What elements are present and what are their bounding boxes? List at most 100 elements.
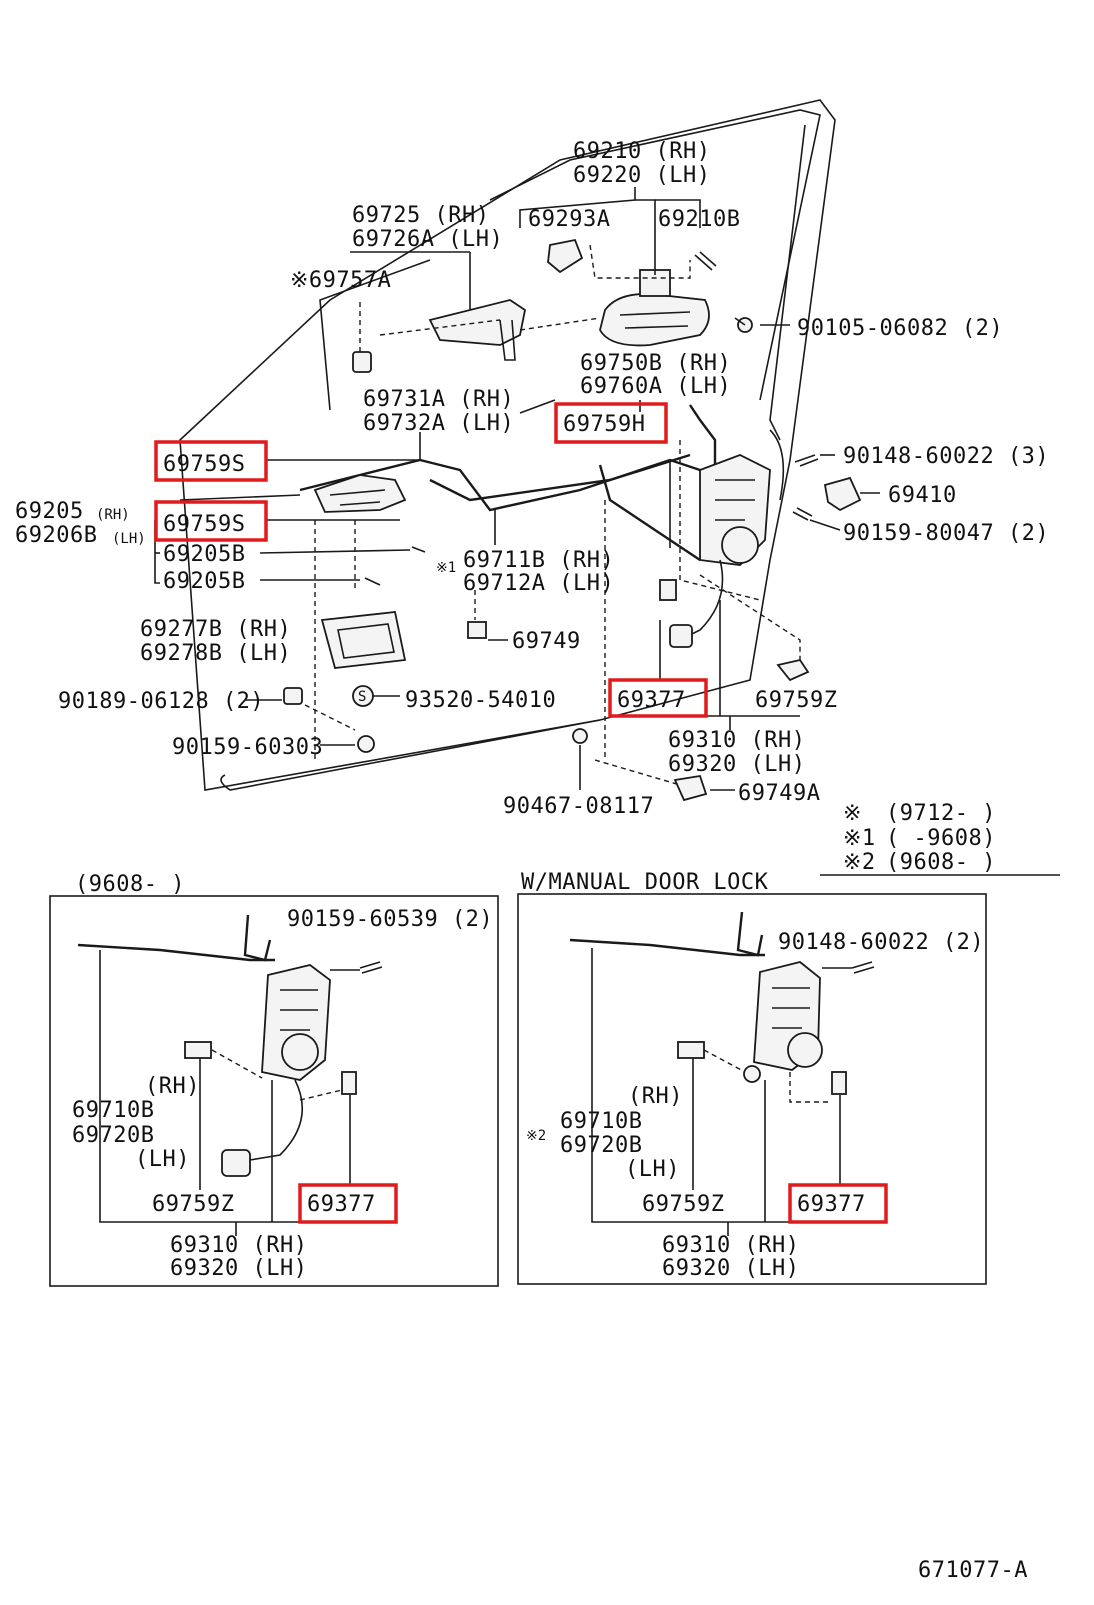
legend-range-1: ( -9608) — [886, 826, 996, 851]
inset-left-label-69720b: 69720B — [72, 1123, 154, 1148]
legend-mark-2: ※2 — [843, 850, 876, 875]
legend-range-2: (9608- ) — [886, 850, 996, 875]
label-69205-rh: (RH) — [96, 507, 130, 523]
highlight-69759s-lower — [154, 500, 268, 542]
label-69759s-upper: 69759S — [163, 452, 245, 477]
inset-right-label-90148-60022: 90148-60022 (2) — [778, 930, 984, 955]
highlight-69377-main — [608, 678, 708, 718]
date-legend: ※ (9712- ) ※1 ( -9608) ※2 (9608- ) — [843, 801, 996, 875]
inset-left-label-90159-60539: 90159-60539 (2) — [287, 907, 493, 932]
label-90148-60022: 90148-60022 (3) — [843, 444, 1049, 469]
legend-mark-1: ※1 — [843, 826, 876, 851]
main-labels: 69210 (RH) 69220 (LH) 69725 (RH) 69726A … — [15, 139, 1049, 819]
inset-left-title: (9608- ) — [75, 872, 185, 897]
clip-69757a — [352, 351, 372, 373]
leader-lines — [154, 187, 1060, 876]
inset-right-lock-art — [569, 911, 875, 1095]
inset-left-label-69377: 69377 — [307, 1192, 376, 1217]
label-mark-1: ※1 — [436, 560, 456, 576]
label-69278b-lh: 69278B (LH) — [140, 641, 291, 666]
label-90105-06082: 90105-06082 (2) — [797, 316, 1003, 341]
legend-range: (9712- ) — [886, 801, 996, 826]
door-lock-assembly — [669, 454, 771, 648]
highlight-69759h — [554, 402, 668, 444]
screw-69210b — [694, 251, 717, 271]
highlight-69377-inset-left — [298, 1183, 398, 1224]
label-69759h: 69759H — [563, 412, 645, 437]
label-90189-06128: 90189-06128 (2) — [58, 689, 264, 714]
inset-right-label-mark-2: ※2 — [526, 1128, 546, 1144]
clip-69759z — [776, 658, 810, 682]
striker-69410 — [823, 476, 862, 512]
label-69205b-lower: 69205B — [163, 569, 245, 594]
highlight-boxes-main — [154, 402, 708, 718]
inset-right-frame — [517, 893, 987, 1285]
inset-right-label-69377: 69377 — [797, 1192, 866, 1217]
inside-handle-assembly — [313, 474, 407, 513]
label-69206b: 69206B — [15, 523, 97, 548]
label-69732a-lh: 69732A (LH) — [363, 411, 514, 436]
label-90467-08117: 90467-08117 — [503, 794, 654, 819]
label-69205b-upper: 69205B — [163, 542, 245, 567]
label-69711b-rh: 69711B (RH) — [463, 548, 614, 573]
label-69206b-lh: (LH) — [112, 531, 146, 547]
inset-right-label-69710b: 69710B — [560, 1109, 642, 1134]
label-69749a: 69749A — [738, 781, 820, 806]
inset-right-label-69720b: 69720B — [560, 1133, 642, 1158]
label-69731a-rh: 69731A (RH) — [363, 387, 514, 412]
inset-left-label-69759z: 69759Z — [152, 1192, 234, 1217]
label-69760a-lh: 69760A (LH) — [580, 374, 731, 399]
label-69220-lh: 69220 (LH) — [573, 163, 710, 188]
label-69320-lh: 69320 (LH) — [668, 752, 805, 777]
label-69725-rh: 69725 (RH) — [352, 203, 489, 228]
inset-left-label-69320-lh: 69320 (LH) — [170, 1256, 307, 1281]
inset-left-label-rh: (RH) — [145, 1074, 200, 1099]
inset-left-label-69710b: 69710B — [72, 1098, 154, 1123]
label-69410: 69410 — [888, 483, 957, 508]
inset-left-frame — [49, 895, 499, 1287]
label-69377-main: 69377 — [617, 688, 686, 713]
label-93520-54010: 93520-54010 — [405, 688, 556, 713]
label-69210b: 69210B — [658, 207, 740, 232]
label-69712a-lh: 69712A (LH) — [463, 571, 614, 596]
inset-right: W/MANUAL DOOR LOCK 90148-60022 (2) (RH) … — [517, 870, 987, 1285]
highlight-69377-inset-right — [788, 1183, 888, 1224]
inset-right-label-69320-lh: 69320 (LH) — [662, 1256, 799, 1281]
door-panel-outline — [179, 99, 836, 791]
inset-left: (9608- ) 90159-60539 (2) (RH) 69710B 697… — [49, 872, 499, 1287]
label-69277b-rh: 69277B (RH) — [140, 617, 291, 642]
label-s-mark: S — [358, 689, 366, 705]
label-69749: 69749 — [512, 629, 581, 654]
label-69757a: ※69757A — [290, 268, 391, 293]
clip-69293a — [547, 238, 584, 274]
label-69726a-lh: 69726A (LH) — [352, 227, 503, 252]
label-90159-80047: 90159-80047 (2) — [843, 521, 1049, 546]
label-90159-60303: 90159-60303 — [172, 735, 323, 760]
inset-left-label-69310-rh: 69310 (RH) — [170, 1233, 307, 1258]
label-69205: 69205 — [15, 499, 84, 524]
label-69759s-lower: 69759S — [163, 512, 245, 537]
label-69759z-main: 69759Z — [755, 688, 837, 713]
inset-right-label-69759z: 69759Z — [642, 1192, 724, 1217]
outside-door-handle — [599, 269, 710, 347]
inset-right-label-69310-rh: 69310 (RH) — [662, 1233, 799, 1258]
inside-handle-bezel — [320, 611, 407, 669]
handle-frame-part — [428, 299, 527, 361]
legend-mark: ※ — [843, 801, 862, 826]
figure-id: 671077-A — [918, 1558, 1028, 1583]
label-69750b-rh: 69750B (RH) — [580, 351, 731, 376]
inset-right-label-rh: (RH) — [628, 1084, 683, 1109]
inset-left-lock-art — [77, 914, 383, 1177]
screw-90148 — [794, 454, 819, 467]
label-69310-rh: 69310 (RH) — [668, 728, 805, 753]
screw-90159-80047 — [792, 507, 813, 521]
highlight-69759s-upper — [154, 440, 268, 482]
inset-left-label-lh: (LH) — [135, 1147, 190, 1172]
label-69293a: 69293A — [528, 207, 610, 232]
label-69210-rh: 69210 (RH) — [573, 139, 710, 164]
bolt-90105 — [734, 317, 753, 333]
inset-right-label-lh: (LH) — [625, 1157, 680, 1182]
inset-right-title: W/MANUAL DOOR LOCK — [521, 870, 769, 895]
